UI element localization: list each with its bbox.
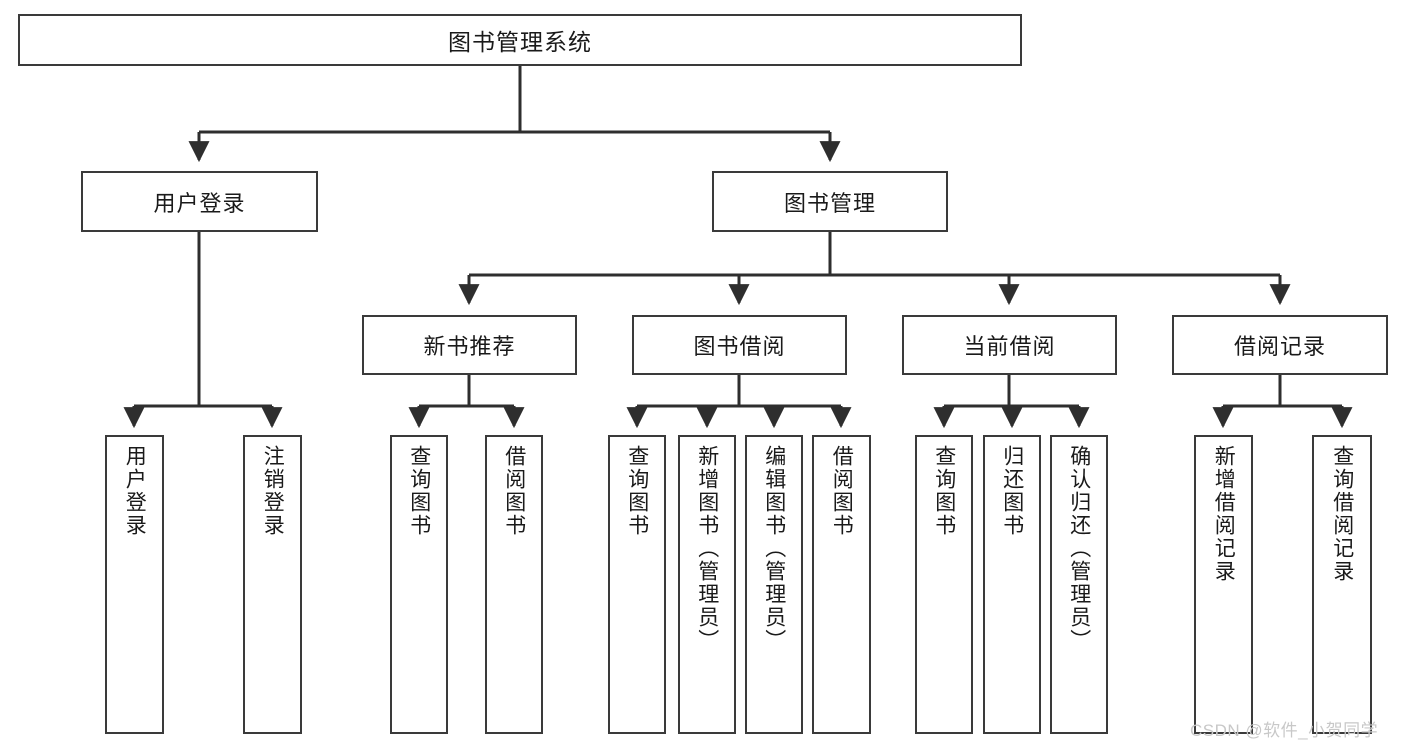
leaf-borrow-book-label: 借阅图书 bbox=[830, 445, 854, 537]
node-root[interactable]: 图书管理系统 bbox=[18, 14, 1022, 66]
leaf-borrow-book-rec[interactable]: 借阅图书 bbox=[485, 435, 543, 734]
leaf-query-book-cur[interactable]: 查询图书 bbox=[915, 435, 973, 734]
leaf-query-book-rec[interactable]: 查询图书 bbox=[390, 435, 448, 734]
leaf-return-book[interactable]: 归还图书 bbox=[983, 435, 1041, 734]
node-current-borrow[interactable]: 当前借阅 bbox=[902, 315, 1117, 375]
leaf-add-book-label: 新增图书（管理员） bbox=[695, 445, 719, 652]
leaf-borrow-book[interactable]: 借阅图书 bbox=[812, 435, 871, 734]
leaf-confirm-return-label: 确认归还（管理员） bbox=[1067, 445, 1091, 652]
leaf-user-logout[interactable]: 注销登录 bbox=[243, 435, 302, 734]
node-book-borrow-label: 图书借阅 bbox=[693, 334, 786, 359]
leaf-query-book-borrow-label: 查询图书 bbox=[625, 445, 649, 537]
leaf-edit-book[interactable]: 编辑图书（管理员） bbox=[745, 435, 803, 734]
leaf-user-login[interactable]: 用户登录 bbox=[105, 435, 164, 734]
leaf-edit-book-label: 编辑图书（管理员） bbox=[762, 445, 786, 652]
node-root-label: 图书管理系统 bbox=[448, 29, 592, 55]
leaf-user-logout-label: 注销登录 bbox=[261, 445, 285, 537]
leaf-return-book-label: 归还图书 bbox=[1000, 445, 1024, 537]
leaf-query-book-rec-label: 查询图书 bbox=[407, 445, 431, 537]
node-book-manage-label: 图书管理 bbox=[783, 190, 876, 216]
node-book-borrow[interactable]: 图书借阅 bbox=[632, 315, 847, 375]
leaf-add-book[interactable]: 新增图书（管理员） bbox=[678, 435, 736, 734]
leaf-query-book-cur-label: 查询图书 bbox=[932, 445, 956, 537]
node-user-login-label: 用户登录 bbox=[153, 190, 246, 216]
node-borrow-record[interactable]: 借阅记录 bbox=[1172, 315, 1388, 375]
leaf-query-book-borrow[interactable]: 查询图书 bbox=[608, 435, 666, 734]
node-current-borrow-label: 当前借阅 bbox=[963, 334, 1056, 359]
node-user-login[interactable]: 用户登录 bbox=[81, 171, 318, 232]
leaf-confirm-return[interactable]: 确认归还（管理员） bbox=[1050, 435, 1108, 734]
watermark: CSDN @软件_小贺同学 bbox=[1190, 721, 1379, 740]
leaf-query-record-label: 查询借阅记录 bbox=[1330, 445, 1354, 583]
leaf-query-record[interactable]: 查询借阅记录 bbox=[1312, 435, 1372, 734]
leaf-add-record[interactable]: 新增借阅记录 bbox=[1194, 435, 1253, 734]
leaf-borrow-book-rec-label: 借阅图书 bbox=[502, 445, 526, 537]
leaf-add-record-label: 新增借阅记录 bbox=[1212, 445, 1236, 583]
node-new-book-recommend[interactable]: 新书推荐 bbox=[362, 315, 577, 375]
node-new-book-recommend-label: 新书推荐 bbox=[423, 334, 516, 359]
leaf-user-login-label: 用户登录 bbox=[123, 445, 147, 537]
node-borrow-record-label: 借阅记录 bbox=[1233, 334, 1326, 359]
node-book-manage[interactable]: 图书管理 bbox=[712, 171, 948, 232]
